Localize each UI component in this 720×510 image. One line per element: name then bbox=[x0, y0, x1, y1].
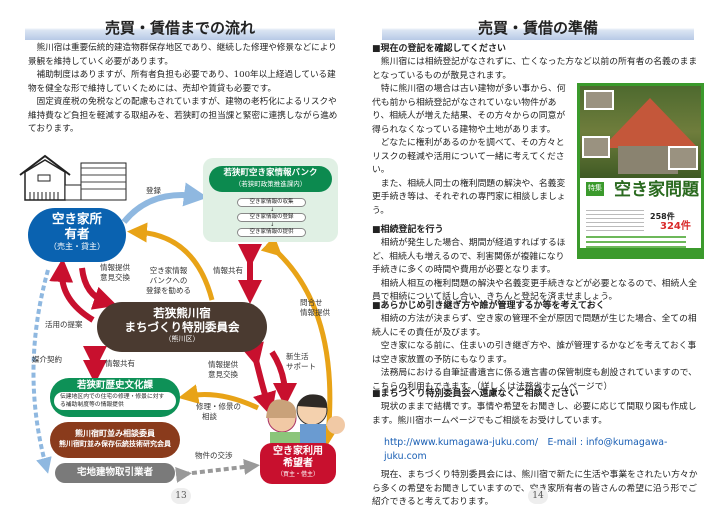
label-proposal: 活用の提案 bbox=[45, 320, 83, 329]
user-sub: （買主・借主） bbox=[276, 471, 319, 478]
bank-sub: （若狭町政策推進課内） bbox=[234, 180, 307, 188]
paragraph: 熊川宿は重要伝統的建造物群保存地区であり、継続した修理や修景などにより景観を維持… bbox=[28, 43, 337, 67]
paragraph: 補助制度はありますが、所有者負担も必要であり、100年以上経過している建物を健全… bbox=[28, 70, 336, 94]
page-number: 13 bbox=[171, 488, 191, 504]
label-info-exchange: 情報提供意見交換 bbox=[208, 360, 238, 379]
section-heading: ■相続登記を行う bbox=[372, 225, 444, 235]
page-14: 売買・賃借の準備 ■現在の登記を確認してください 特集 空き家問題 258件 3… bbox=[360, 0, 720, 509]
bank-header: 若狭町空き家情報バンク （若狭町政策推進課内） bbox=[209, 166, 332, 192]
bank-step: 空き家情報の提供 bbox=[237, 228, 306, 237]
realty-node: 宅地建物取引業者 bbox=[55, 463, 175, 483]
paragraph: 空き家になる前に、住まいの引き継ぎ方や、誰が管理するかなどを考えておく事は空き家… bbox=[372, 341, 697, 365]
down-arrow-icon: ↓ bbox=[270, 207, 275, 213]
inquiry-arrow bbox=[260, 235, 339, 446]
paragraph: 相続が発生した場合、期間が経過すればするほど、相続人も増えるので、利害関係が複雑… bbox=[372, 238, 566, 275]
flyer-title: 空き家問題 bbox=[614, 180, 699, 200]
info-bank-node: 若狭町空き家情報バンク （若狭町政策推進課内） 空き家情報の収集 ↓ 空き家情報の… bbox=[203, 158, 338, 242]
paragraph: 固定資産税の免税などの配慮もされていますが、建物の老朽化によるリスクや維持費など… bbox=[28, 97, 338, 134]
owner-node: 空き家所有者 （売主・貸主） bbox=[28, 208, 126, 262]
label-share: 情報共有 bbox=[213, 266, 243, 275]
flow-arrows bbox=[19, 154, 345, 483]
negotiation-arrow bbox=[175, 458, 260, 483]
page-title: 売買・賃借までの流れ bbox=[25, 18, 335, 40]
brokerage-arrow bbox=[31, 269, 52, 474]
bank-step: 空き家情報の登録 bbox=[237, 213, 306, 222]
label-register: 登録 bbox=[146, 186, 161, 195]
consultant-node: 熊川宿町並み相談委員 熊川宿町並み保存伝統技術研究会員 bbox=[50, 422, 180, 458]
owner-sub: （売主・貸主） bbox=[49, 242, 105, 251]
bank-step: 空き家情報の収集 bbox=[237, 198, 306, 207]
history-desc: 伝建地区内での住宅の修理・修景に対する補助制度等の情報提供 bbox=[54, 392, 176, 410]
committee-sub: （熊川区） bbox=[164, 335, 200, 343]
label-brokerage: 媒介契約 bbox=[32, 355, 62, 364]
page-number: 14 bbox=[528, 488, 548, 504]
paragraph: どなたに権利があるのかを調べて、その方々とリスクの軽減や活用について一緒に考えて… bbox=[372, 138, 565, 175]
committee-node: 若狭熊川宿 まちづくり特別委員会 （熊川区） bbox=[97, 302, 267, 352]
paragraph: 相続の方法が決まらず、空き家の管理不全が原因で問題が生じた場合、全ての相続人にそ… bbox=[372, 314, 697, 338]
recommend-arrow bbox=[127, 222, 215, 301]
committee-title: まちづくり特別委員会 bbox=[124, 320, 240, 334]
paragraph: 熊川宿には相続登記がなされずに、亡くなった方など以前の所有者の名義のままとなって… bbox=[372, 57, 698, 81]
owner-committee-arrow bbox=[79, 267, 118, 310]
down-arrow-icon: ↓ bbox=[270, 222, 275, 228]
consultant-line: 熊川宿町並み保存伝統技術研究会員 bbox=[59, 440, 171, 448]
user-title: 希望者 bbox=[283, 458, 313, 469]
user-title: 空き家利用 bbox=[273, 446, 323, 457]
section-heading: ■現在の登記を確認してください bbox=[372, 44, 506, 54]
page-13: 売買・賃借までの流れ 熊川宿は重要伝統的建造物群保存地区であり、継続した修理や修… bbox=[0, 0, 360, 509]
paragraph: 現状のままで結構です。事情や希望をお聞きし、必要に応じて間取り図も作成します。熊… bbox=[372, 402, 697, 426]
akiya-flyer-image: 特集 空き家問題 258件 324件 bbox=[577, 83, 704, 259]
section-succession: ■あらかじめ引き継ぎ方や誰が管理するか等を考えておく 相続の方法が決まらず、空き… bbox=[372, 299, 704, 394]
house-sketch-icon bbox=[19, 154, 127, 201]
label-share: 情報共有 bbox=[105, 359, 135, 368]
label-negotiation: 物件の交渉 bbox=[195, 451, 233, 460]
contact-link[interactable]: http://www.kumagawa-juku.com/ E-mail : i… bbox=[384, 437, 668, 462]
label-new-life: 新生活サポート bbox=[286, 352, 316, 371]
register-arrow bbox=[121, 182, 208, 224]
committee-user-arrow bbox=[240, 341, 277, 417]
label-repair: 修理・修景の相談 bbox=[196, 402, 241, 421]
user-node: 空き家利用 希望者 （買主・借主） bbox=[260, 443, 336, 484]
label-recommend: 空き家情報バンクへの登録を勧める bbox=[146, 266, 191, 295]
consultant-line: 熊川宿町並み相談委員 bbox=[75, 429, 155, 438]
paragraph: 特に熊川宿の場合は古い建物が多い事から、何代も前から相続登記がなされていない物件… bbox=[372, 84, 566, 135]
bank-title: 若狭町空き家情報バンク bbox=[223, 168, 318, 178]
flyer-count: 258件 bbox=[650, 212, 675, 221]
repair-arrow bbox=[178, 384, 260, 411]
section-registration: ■現在の登記を確認してください 特集 空き家問題 258件 324件 熊川宿には… bbox=[372, 42, 704, 305]
section-heading: ■あらかじめ引き継ぎ方や誰が管理するか等を考えておく bbox=[372, 301, 605, 311]
owner-title: 空き家所有者 bbox=[51, 211, 102, 241]
history-title: 若狭町歴史文化課 bbox=[76, 380, 153, 391]
flyer-badge: 特集 bbox=[586, 182, 604, 196]
committee-title: 若狭熊川宿 bbox=[153, 306, 211, 320]
page-title: 売買・賃借の準備 bbox=[382, 18, 694, 40]
paragraph: また、相続人同士の権利問題の解決や、名義変更手続き等は、それぞれの専門家に相談し… bbox=[372, 178, 566, 216]
intro-text: 熊川宿は重要伝統的建造物群保存地区であり、継続した修理や修景などにより景観を維持… bbox=[28, 42, 338, 137]
section-heading: ■まちづくり特別委員会へ遠慮なくご相談ください bbox=[372, 389, 579, 399]
family-illustration-icon bbox=[266, 394, 345, 444]
committee-user-arrow bbox=[269, 350, 297, 407]
history-dept-node: 若狭町歴史文化課 伝建地区内での住宅の修理・修景に対する補助制度等の情報提供 bbox=[50, 378, 180, 417]
label-info-exchange: 情報提供意見交換 bbox=[100, 263, 130, 282]
paragraph: 法務局における自筆証書遺言に係る遺言書の保管制度も創設されていますので、こちらの… bbox=[372, 368, 697, 392]
owner-committee-arrow bbox=[49, 258, 95, 323]
paragraph: 相続人相互の権利問題の解決や名義変更手続きなどが必要となるので、相続人全員で相続… bbox=[372, 278, 697, 303]
flyer-count: 324件 bbox=[660, 221, 691, 232]
label-inquiry: 問合せ情報提供 bbox=[300, 298, 330, 317]
